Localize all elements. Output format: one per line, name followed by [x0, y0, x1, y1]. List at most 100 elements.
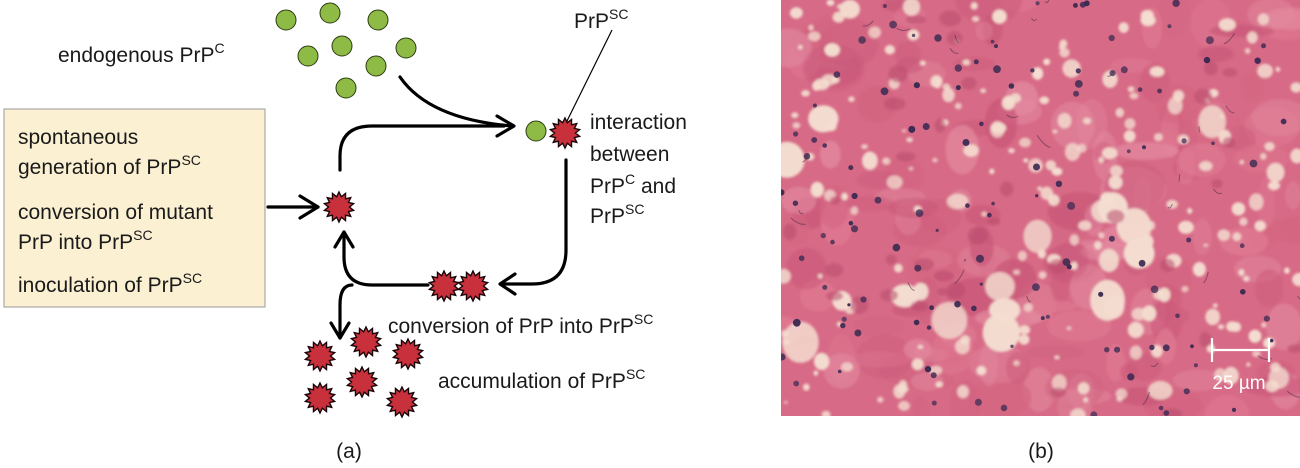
accumulated-prpsc [345, 365, 379, 399]
tissue-nucleus [1073, 3, 1078, 8]
tissue-nucleus [929, 305, 934, 311]
tissue-vacuole [1244, 48, 1251, 54]
tissue-vacuole [821, 410, 831, 416]
interaction-prpc [525, 120, 547, 142]
tissue-vacuole [1002, 96, 1012, 104]
tissue-vacuole [792, 122, 801, 129]
tissue-nucleus [880, 87, 889, 96]
tissue-nucleus [820, 232, 826, 239]
tissue-nucleus [955, 85, 961, 91]
tissue-nucleus [1035, 194, 1039, 198]
tissue-nucleus [1150, 285, 1159, 294]
tissue-vacuole [960, 335, 971, 345]
tissue-vacuole [1292, 272, 1300, 287]
tissue-nucleus [1104, 347, 1110, 353]
tissue-vacuole [1173, 90, 1184, 102]
tissue-vacuole [1131, 307, 1147, 321]
tissue-nucleus [1172, 0, 1180, 7]
tissue-vacuole [935, 78, 943, 84]
tissue-vacuole [1265, 380, 1279, 392]
tissue-fiber [1006, 114, 1019, 118]
interaction-label-line2: between [590, 143, 669, 166]
tissue-cell-body [880, 289, 898, 302]
interaction-label-line3: PrPC and [590, 171, 676, 198]
tissue-cell-body [946, 31, 963, 46]
tissue-vacuole [1231, 202, 1246, 216]
tissue-cell-body [905, 15, 927, 24]
tissue-vacuole [1266, 162, 1285, 183]
doublet-prpsc-right [456, 269, 490, 303]
tissue-vacuole [934, 82, 941, 89]
tissue-vacuole [917, 344, 924, 349]
tissue-vacuole [1077, 382, 1090, 395]
tissue-vacuole [1257, 63, 1273, 79]
tissue-vacuole [1115, 107, 1125, 118]
tissue-vacuole [824, 43, 840, 57]
tissue-nucleus [1008, 83, 1015, 89]
tissue-vacuole [808, 31, 821, 42]
tissue-nucleus [822, 284, 828, 290]
tissue-nucleus [1163, 410, 1170, 416]
tissue-vacuole [906, 137, 913, 143]
prpc-molecule [365, 55, 387, 77]
tissue-vacuole [1246, 362, 1251, 367]
tissue-vacuole [1013, 360, 1020, 366]
source-mutant-line2: PrP into PrPSC [18, 227, 153, 254]
tissue-vacuole [1023, 219, 1052, 253]
source-mutant-line1: conversion of mutant [18, 201, 213, 224]
tissue-vacuole [1032, 67, 1044, 80]
tissue-shade [1005, 351, 1031, 384]
arrow-interaction-to-doublet [500, 158, 568, 286]
tissue-nucleus [1211, 141, 1215, 146]
tissue-nucleus [889, 20, 897, 29]
tissue-nucleus [1205, 36, 1214, 45]
accumulated-prpsc [385, 385, 419, 419]
accumulation-label: accumulation of PrPSC [438, 366, 645, 393]
tissue-fiber [1142, 391, 1150, 406]
tissue-vacuole [1124, 118, 1136, 130]
accumulated-prpsc [303, 339, 337, 373]
tissue-shade [1197, 45, 1235, 63]
tissue-vacuole [1070, 408, 1086, 416]
tissue-nucleus [1032, 283, 1040, 291]
tissue-nucleus [848, 165, 854, 171]
central-prpsc [322, 190, 356, 224]
tissue-vacuole [954, 102, 962, 110]
tissue-vacuole [813, 370, 819, 376]
tissue-cell-body [1222, 137, 1236, 148]
prpc-molecule [331, 35, 353, 57]
tissue-vacuole [1205, 308, 1221, 326]
tissue-nucleus [1033, 163, 1040, 171]
tissue-vacuole [894, 263, 903, 273]
tissue-nucleus [858, 36, 866, 44]
tissue-vacuole [1070, 261, 1078, 270]
tissue-nucleus [833, 71, 841, 78]
tissue-nucleus [854, 329, 862, 337]
tissue-nucleus [792, 200, 799, 206]
tissue-shade [1266, 303, 1300, 351]
tissue-shade [1209, 25, 1275, 38]
tissue-cell-body [1222, 68, 1238, 77]
tissue-nucleus [1203, 56, 1211, 64]
tissue-vacuole [1038, 271, 1047, 280]
tissue-fiber [1212, 188, 1223, 195]
tissue-cell-body [939, 10, 962, 27]
tissue-vacuole [1218, 18, 1236, 31]
prpsc-top-label: PrPSC [574, 6, 628, 33]
tissue-cell-body [961, 77, 977, 90]
tissue-nucleus [1066, 264, 1072, 270]
arrow-central-to-interaction [338, 124, 506, 172]
tissue-nucleus [841, 316, 847, 322]
tissue-fiber [862, 20, 874, 27]
tissue-fiber [1223, 32, 1236, 45]
tissue-vacuole [791, 112, 799, 119]
arrowhead-doublet-to-central [333, 230, 355, 249]
tissue-fiber [1225, 105, 1235, 114]
tissue-vacuole [1220, 114, 1225, 119]
tissue-vacuole [781, 141, 805, 178]
tissue-vacuole [1247, 31, 1258, 44]
tissue-nucleus [1035, 1, 1040, 6]
source-spontaneous-line1: spontaneous [18, 126, 138, 149]
tissue-vacuole [1059, 39, 1068, 48]
tissue-vacuole [970, 2, 978, 10]
